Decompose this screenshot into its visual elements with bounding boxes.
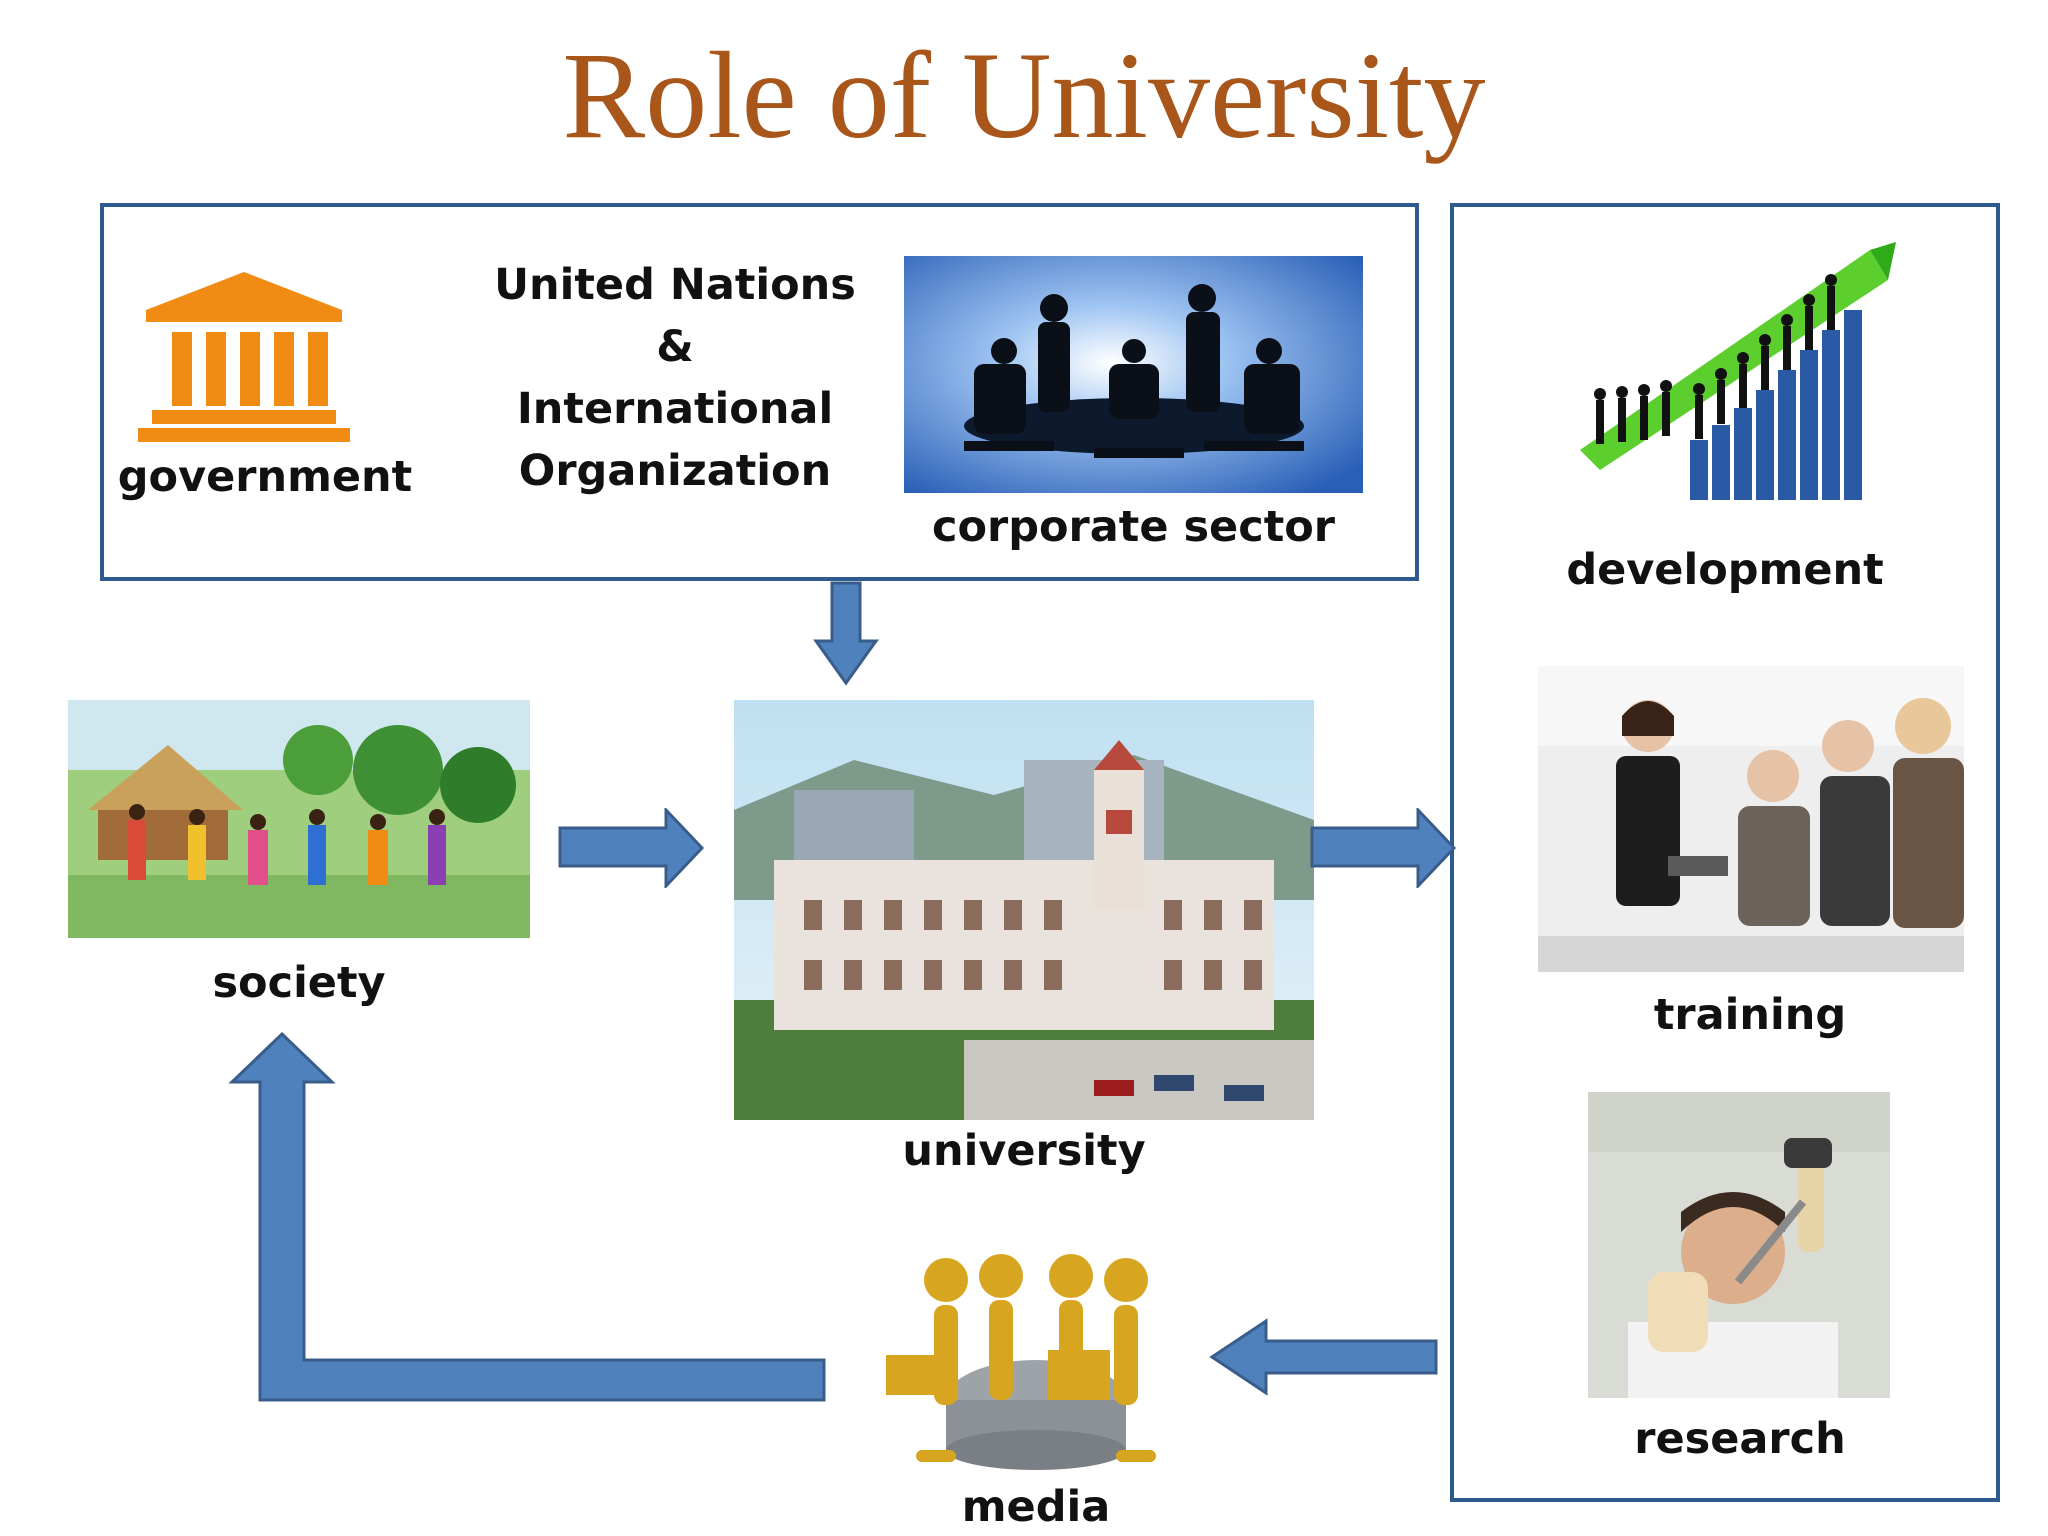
arrow-down-to-university <box>812 581 880 687</box>
un-org-line-2: & <box>656 322 694 372</box>
government-label: government <box>117 452 413 502</box>
government-building-icon <box>132 268 356 450</box>
development-label: development <box>1566 545 1884 595</box>
society-painting-image <box>68 700 530 938</box>
media-figures-image <box>876 1250 1196 1486</box>
media-label: media <box>961 1482 1111 1532</box>
outcomes-panel <box>1450 203 2000 1502</box>
page-title: Role of University <box>562 27 1486 164</box>
arrow-society-to-university <box>558 808 706 888</box>
un-org-line-1: United Nations <box>494 260 856 310</box>
research-label: research <box>1634 1414 1846 1464</box>
training-label: training <box>1653 990 1847 1040</box>
corporate-meeting-image <box>904 256 1363 493</box>
arrow-university-to-outcomes <box>1310 808 1458 888</box>
corporate-sector-label: corporate sector <box>931 502 1336 552</box>
un-org-label: United Nations & International Organizat… <box>480 254 870 502</box>
stakeholders-panel <box>100 203 1419 581</box>
arrow-outcomes-to-media <box>1208 1317 1440 1397</box>
un-org-line-3: International <box>516 384 834 434</box>
un-org-line-4: Organization <box>518 446 832 496</box>
arrow-media-to-society <box>228 1032 828 1404</box>
university-building-image <box>734 700 1314 1120</box>
training-meeting-image <box>1538 666 1964 972</box>
development-growth-image <box>1540 240 1910 540</box>
society-label: society <box>212 958 386 1008</box>
research-scientist-image <box>1588 1092 1890 1398</box>
university-label: university <box>902 1126 1146 1176</box>
